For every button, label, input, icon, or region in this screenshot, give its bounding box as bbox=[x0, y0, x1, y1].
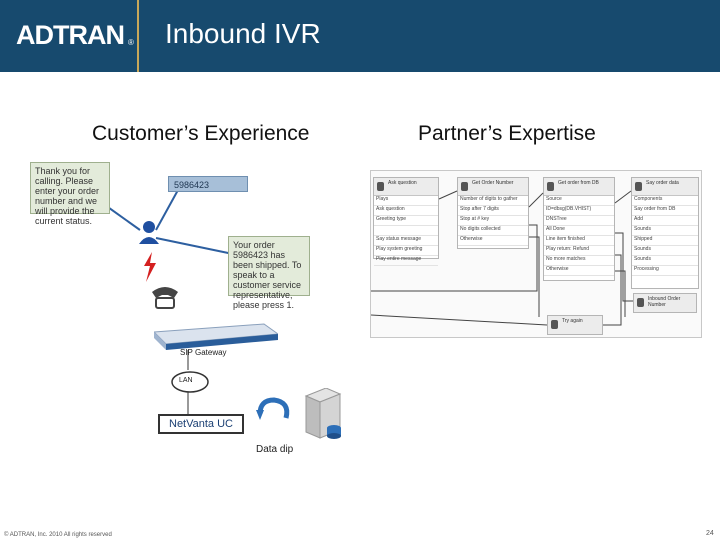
ivr-node-try-again: Try again bbox=[547, 315, 603, 335]
data-dip-label: Data dip bbox=[256, 444, 294, 455]
left-column-title: Customer’s Experience bbox=[92, 122, 310, 145]
node-row: Play entire message bbox=[374, 256, 438, 266]
greeting-bubble: Thank you for calling. Please enter your… bbox=[30, 162, 110, 226]
node-title: Get order from DB bbox=[558, 180, 599, 186]
speaker-icon bbox=[637, 298, 644, 307]
lan-cloud bbox=[170, 368, 210, 399]
ivr-node-say-order-data: Say order data Components Say order from… bbox=[631, 177, 699, 289]
node-row: Processing bbox=[632, 266, 698, 276]
node-row: Greeting type bbox=[374, 216, 438, 226]
node-row: Number of digits to gather bbox=[458, 196, 528, 206]
speaker-icon bbox=[551, 320, 558, 329]
adtran-logo: ADTRAN ® bbox=[16, 20, 134, 52]
refresh-arrow-icon bbox=[256, 396, 292, 431]
node-row: ID=dbsg(DB.VHIST) bbox=[544, 206, 614, 216]
customer-experience-diagram: Thank you for calling. Please enter your… bbox=[28, 160, 358, 460]
node-row: Sounds bbox=[632, 226, 698, 236]
node-title: Get Order Number bbox=[472, 180, 514, 186]
netvanta-uc-server: NetVanta UC bbox=[158, 414, 244, 434]
speaker-icon bbox=[461, 182, 468, 191]
node-row: Source bbox=[544, 196, 614, 206]
node-row: Plays bbox=[374, 196, 438, 206]
node-row: Line item finished bbox=[544, 236, 614, 246]
node-row: Say order from DB bbox=[632, 206, 698, 216]
number-entry-box: 5986423 bbox=[168, 176, 248, 192]
node-row bbox=[374, 226, 438, 236]
speaker-icon bbox=[547, 182, 554, 191]
ivr-node-ask-question: Ask question Plays Ask question Greeting… bbox=[373, 177, 439, 266]
database-server-icon bbox=[300, 387, 346, 447]
lightning-icon bbox=[140, 252, 158, 287]
node-row: Stop after 7 digits bbox=[458, 206, 528, 216]
node-row: No more matches bbox=[544, 256, 614, 266]
speaker-icon bbox=[377, 182, 384, 191]
speaker-icon bbox=[635, 182, 642, 191]
right-column-title: Partner’s Expertise bbox=[418, 122, 596, 145]
slide-header: ADTRAN ® Inbound IVR bbox=[0, 0, 720, 72]
node-title: Inbound Order Number bbox=[648, 296, 681, 308]
node-row: All Done bbox=[544, 226, 614, 236]
node-row: Stop at # key bbox=[458, 216, 528, 226]
node-title: Try again bbox=[562, 318, 583, 324]
sip-gateway-device bbox=[152, 322, 280, 355]
ivr-node-get-order-number: Get Order Number Number of digits to gat… bbox=[457, 177, 529, 249]
ivr-node-get-order-from-db: Get order from DB Source ID=dbsg(DB.VHIS… bbox=[543, 177, 615, 281]
node-row: Say status message bbox=[374, 236, 438, 246]
node-row: Components bbox=[632, 196, 698, 206]
copyright-text: © ADTRAN, Inc. 2010 All rights reserved bbox=[4, 532, 112, 538]
node-row: Play return: Refund bbox=[544, 246, 614, 256]
node-row: Shipped bbox=[632, 236, 698, 246]
lan-label: LAN bbox=[179, 377, 193, 384]
node-row: Otherwise bbox=[458, 236, 528, 246]
page-number: 24 bbox=[706, 530, 714, 537]
partner-expertise-diagram: Ask question Plays Ask question Greeting… bbox=[370, 170, 702, 338]
node-row: Ask question bbox=[374, 206, 438, 216]
node-row: No digits collected bbox=[458, 226, 528, 236]
sip-gateway-label: SIP Gateway bbox=[180, 348, 227, 357]
header-separator bbox=[137, 0, 139, 72]
node-row: Sounds bbox=[632, 256, 698, 266]
person-icon bbox=[138, 220, 160, 249]
node-title: Ask question bbox=[388, 180, 417, 186]
slide-title: Inbound IVR bbox=[165, 18, 321, 49]
node-title: Say order data bbox=[646, 180, 679, 186]
status-bubble: Your order 5986423 has been shipped. To … bbox=[228, 236, 310, 310]
registered-mark: ® bbox=[128, 38, 134, 47]
ivr-node-inbound-order: Inbound Order Number bbox=[633, 293, 697, 313]
telephone-icon bbox=[148, 284, 182, 315]
node-row: Play system greeting bbox=[374, 246, 438, 256]
node-row: Add bbox=[632, 216, 698, 226]
node-row: DNSTree bbox=[544, 216, 614, 226]
node-row: Otherwise bbox=[544, 266, 614, 276]
node-row: Sounds bbox=[632, 246, 698, 256]
logo-text: ADTRAN bbox=[16, 20, 125, 50]
